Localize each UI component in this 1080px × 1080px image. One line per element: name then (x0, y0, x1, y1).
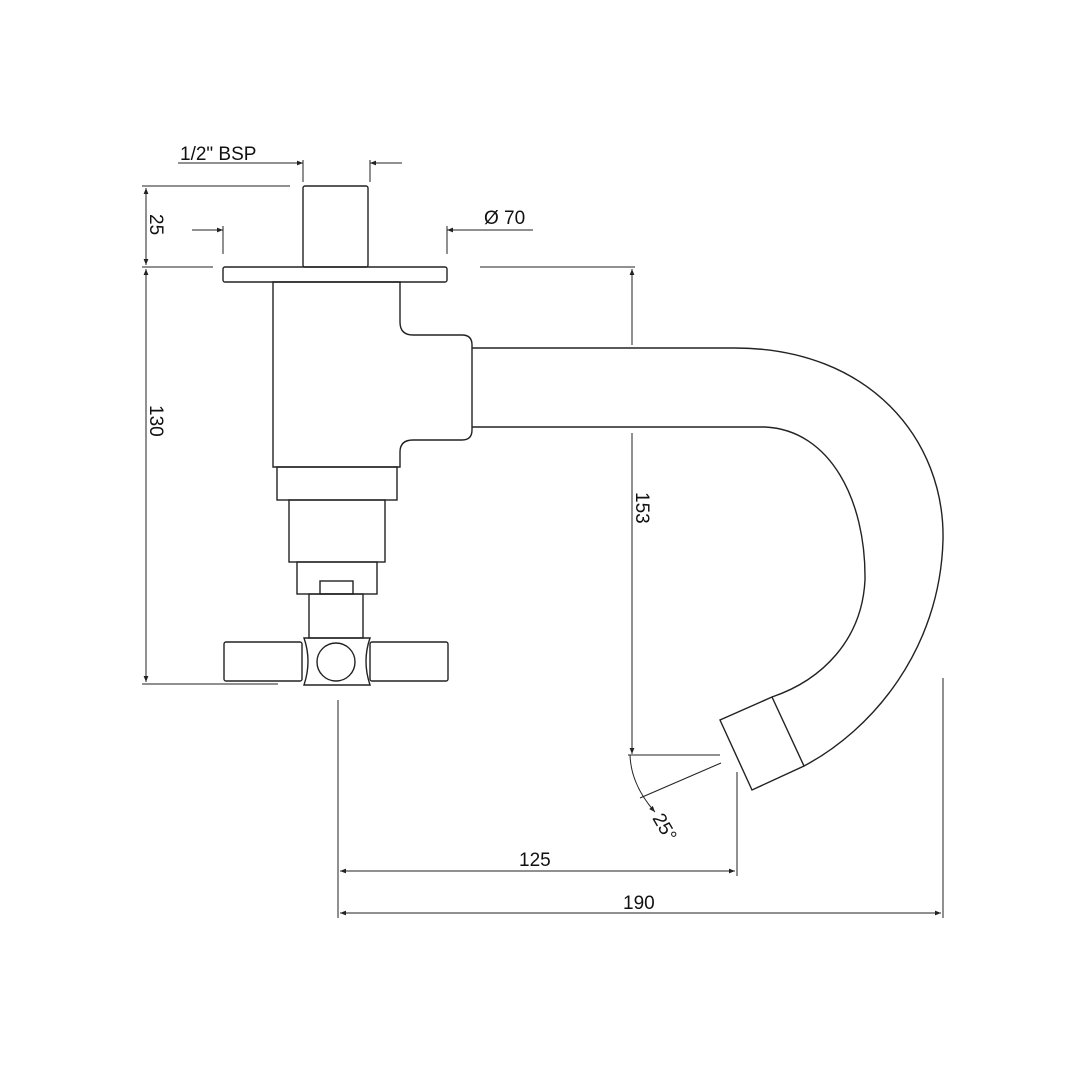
valve-body (222, 185, 473, 639)
spout-angle-label: 25° (648, 810, 681, 845)
body-height-label: 130 (145, 405, 166, 437)
spout-reach-label: 125 (519, 850, 551, 871)
stub-height-label: 25 (145, 214, 166, 235)
spout-aerator (719, 696, 805, 791)
cross-handle (223, 637, 449, 686)
valve-housing (272, 281, 473, 468)
thread-size-label: 1/2" BSP (180, 144, 256, 165)
spindle-collar (296, 561, 378, 595)
handle-arm-right (369, 641, 449, 682)
dimensions: 1/2" BSP Ø 70 25 130 153 25° 125 190 (142, 144, 944, 918)
wall-flange (222, 266, 448, 283)
spout-inner-edge (472, 426, 866, 698)
handle-arm-left (223, 641, 303, 682)
bonnet-ring (276, 466, 398, 501)
spindle-nut (319, 580, 354, 595)
handle-hub (303, 637, 371, 686)
bonnet (288, 499, 386, 563)
overall-depth-label: 190 (623, 893, 655, 914)
spindle (308, 593, 364, 639)
handle-cap (316, 642, 356, 682)
spout-outer-edge (472, 347, 944, 767)
flange-diameter-label: Ø 70 (484, 208, 525, 229)
spout (472, 347, 944, 791)
inlet-stub (302, 185, 369, 268)
spout-drop-label: 153 (631, 492, 652, 524)
